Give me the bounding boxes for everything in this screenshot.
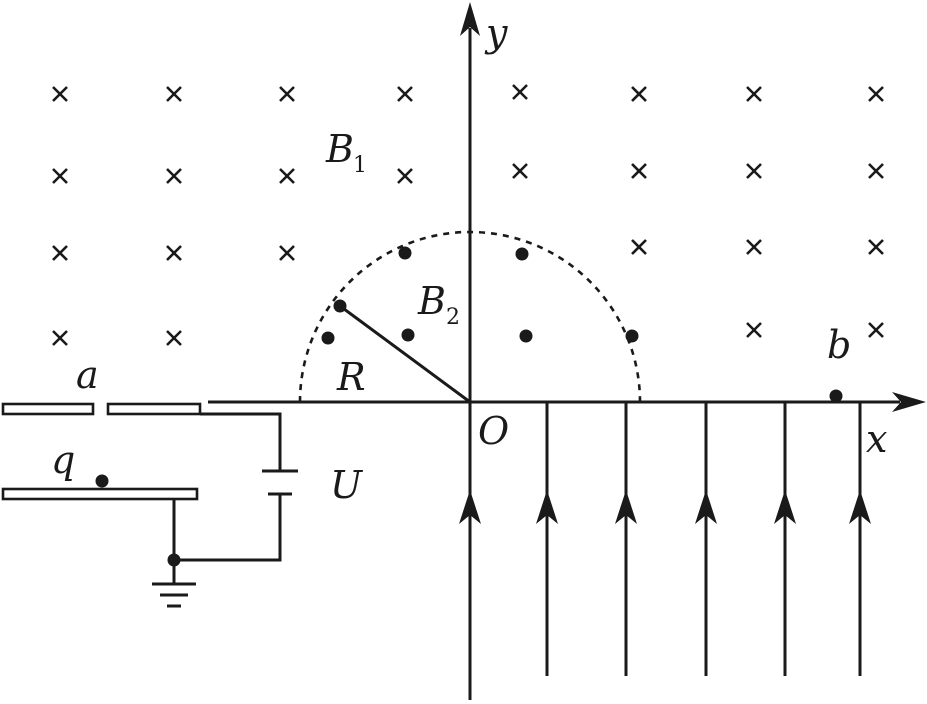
field-line-arrow bbox=[849, 402, 871, 676]
radius-line bbox=[339, 304, 471, 404]
field-b1-label: B bbox=[325, 127, 354, 171]
field-cross-icon bbox=[166, 86, 182, 102]
field-dot bbox=[321, 331, 335, 345]
field-line-arrow bbox=[695, 402, 717, 676]
field-cross-icon bbox=[868, 163, 884, 179]
magnetic-field-b2-dots bbox=[321, 246, 639, 345]
point-b-dot bbox=[829, 389, 843, 403]
field-cross-icon bbox=[868, 322, 884, 338]
radius-label: R bbox=[336, 355, 366, 399]
field-b1-subscript: 1 bbox=[353, 153, 367, 178]
field-cross-icon bbox=[746, 163, 762, 179]
field-dot bbox=[519, 329, 533, 343]
point-b-label: b bbox=[827, 323, 851, 367]
field-cross-icon bbox=[512, 84, 528, 100]
upper-plate-left bbox=[1, 402, 95, 416]
field-cross-icon bbox=[279, 86, 295, 102]
field-line-arrow bbox=[774, 402, 796, 676]
field-cross-icon bbox=[279, 245, 295, 261]
origin-label: O bbox=[478, 409, 509, 453]
field-cross-icon bbox=[631, 163, 647, 179]
point-a-label: a bbox=[76, 353, 99, 397]
field-cross-icon bbox=[52, 245, 68, 261]
field-cross-icon bbox=[52, 330, 68, 346]
y-axis-arrowhead bbox=[460, 2, 480, 36]
field-line-arrow bbox=[615, 402, 637, 676]
voltage-label: U bbox=[330, 463, 364, 507]
field-cross-icon bbox=[746, 239, 762, 255]
circuit-wiring bbox=[152, 412, 298, 608]
field-cross-icon bbox=[512, 163, 528, 179]
field-line-arrow bbox=[536, 402, 558, 676]
field-cross-icon bbox=[397, 86, 413, 102]
field-dot bbox=[625, 329, 639, 343]
field-cross-icon bbox=[868, 239, 884, 255]
electric-field-lines bbox=[459, 402, 871, 676]
field-cross-icon bbox=[166, 330, 182, 346]
accelerator-plates bbox=[1, 402, 202, 501]
field-cross-icon bbox=[631, 86, 647, 102]
field-b2-subscript: 2 bbox=[446, 305, 460, 330]
field-cross-icon bbox=[397, 168, 413, 184]
lower-plate bbox=[1, 487, 199, 501]
charge-q-label: q bbox=[51, 438, 75, 482]
field-cross-icon bbox=[746, 86, 762, 102]
field-dot bbox=[515, 247, 529, 261]
field-cross-icon bbox=[631, 239, 647, 255]
field-cross-icon bbox=[746, 322, 762, 338]
upper-plate-right bbox=[106, 402, 202, 416]
field-line-arrowhead bbox=[459, 490, 481, 524]
y-axis-label: y bbox=[484, 11, 508, 55]
field-cross-icon bbox=[279, 168, 295, 184]
x-axis-arrowhead bbox=[892, 392, 926, 412]
field-dot bbox=[401, 328, 415, 342]
field-dot bbox=[398, 246, 412, 260]
field-cross-icon bbox=[166, 168, 182, 184]
field-b2-label: B bbox=[417, 279, 446, 323]
field-cross-icon bbox=[868, 86, 884, 102]
x-axis-label: x bbox=[866, 417, 887, 461]
magnetic-field-b1-crosses bbox=[52, 84, 884, 346]
field-cross-icon bbox=[52, 168, 68, 184]
charge-q-dot bbox=[95, 474, 109, 488]
field-cross-icon bbox=[166, 245, 182, 261]
field-cross-icon bbox=[52, 86, 68, 102]
junction-dot bbox=[167, 553, 181, 567]
